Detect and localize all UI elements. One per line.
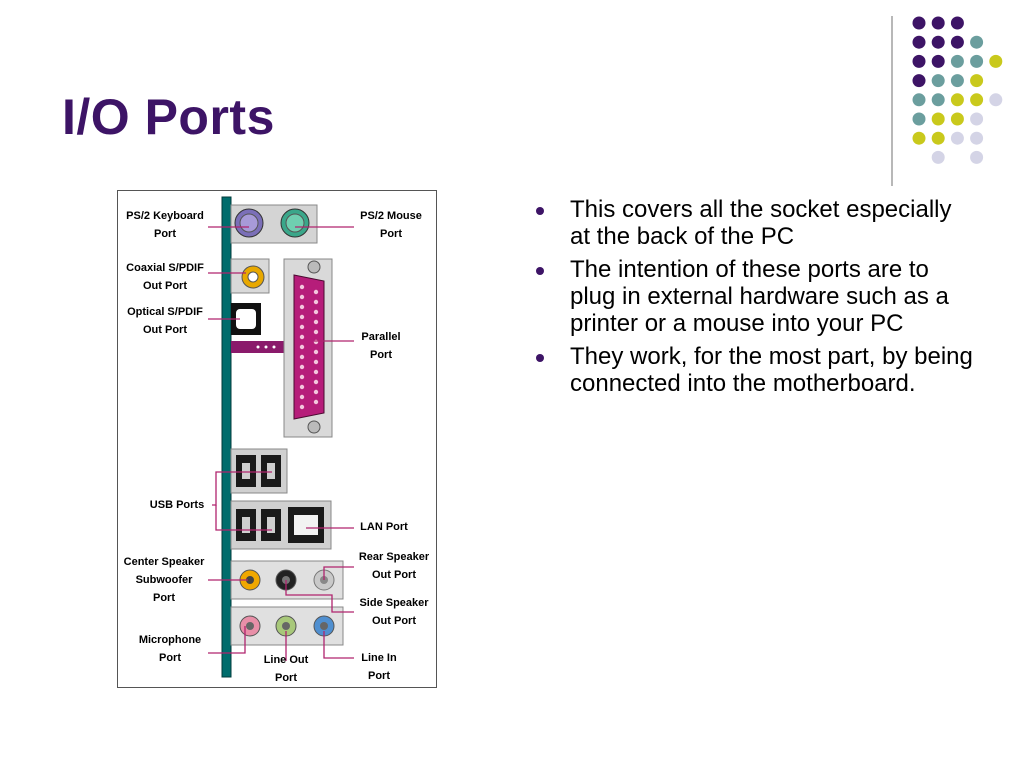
parallel-pin [299,384,305,390]
label-usb: USB Ports [149,499,205,511]
parallel-pins [299,284,319,410]
decorative-dot [970,150,984,164]
parallel-port [293,274,325,420]
io-panel-illustration [208,196,354,678]
parallel-pin [299,364,305,370]
decorative-dot [970,54,984,68]
decorative-dot [912,74,926,88]
parallel-pin [299,294,305,300]
decorative-dot [912,93,926,107]
decorative-dot [970,74,984,88]
decorative-dot [989,54,1003,68]
parallel-pin [313,309,319,315]
decorative-dot [950,16,964,30]
decorative-divider [891,16,893,186]
parallel-pin [299,374,305,380]
decorative-dot [931,150,945,164]
parallel-pin [313,289,319,295]
label-lan: LAN Port [360,521,408,533]
leader-lines [208,226,354,661]
decorative-dot [989,93,1003,107]
slide-title: I/O Ports [62,89,275,145]
parallel-pin [313,319,319,325]
parallel-pin [299,404,305,410]
parallel-pin [299,334,305,340]
decorative-dot [950,131,964,145]
decorative-dot [931,74,945,88]
parallel-pin [313,399,319,405]
decorative-dot [970,93,984,107]
optical-port [236,309,256,329]
parallel-pin [299,314,305,320]
decorative-dot [912,131,926,145]
parallel-pin [299,354,305,360]
bullet-item: They work, for the most part, by being c… [534,343,974,397]
decorative-dot [950,54,964,68]
parallel-pin [313,359,319,365]
decorative-dot [912,54,926,68]
decorative-dot [912,35,926,49]
decorative-dot [950,93,964,107]
decorative-dot [950,74,964,88]
parallel-pin [313,349,319,355]
bullet-item: This covers all the socket especially at… [534,196,974,250]
parallel-pin [299,284,305,290]
bullet-list: This covers all the socket especially at… [534,196,974,403]
parallel-pin [313,389,319,395]
decorative-dot [912,16,926,30]
decorative-dot [950,35,964,49]
bullet-item: The intention of these ports are to plug… [534,256,974,337]
parallel-pin [313,379,319,385]
parallel-pin [299,324,305,330]
decorative-dot [970,112,984,126]
parallel-pin [299,304,305,310]
parallel-pin [313,299,319,305]
parallel-pin [313,369,319,375]
panel-bracket [221,196,232,678]
parallel-pin [313,329,319,335]
decorative-dot [931,54,945,68]
decorative-dot [931,112,945,126]
decorative-dot [931,131,945,145]
parallel-pin [299,344,305,350]
parallel-pin [299,394,305,400]
decorative-dot [970,131,984,145]
decorative-dot [950,112,964,126]
decorative-dot [912,112,926,126]
decorative-dot [970,35,984,49]
decorative-dot [931,35,945,49]
decorative-dot [931,16,945,30]
decorative-dot [931,93,945,107]
